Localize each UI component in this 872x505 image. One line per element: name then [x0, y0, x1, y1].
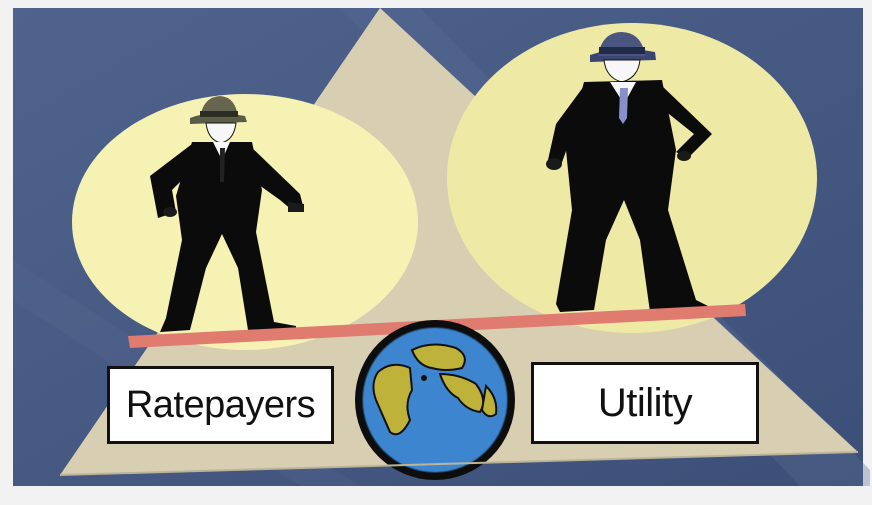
utility-label: Utility	[531, 362, 759, 444]
pyramid-shape	[60, 8, 858, 475]
businessman-icon	[546, 32, 712, 312]
ratepayers-label: Ratepayers	[107, 366, 334, 444]
globe-icon	[355, 320, 515, 480]
businessman-icon	[150, 96, 304, 332]
